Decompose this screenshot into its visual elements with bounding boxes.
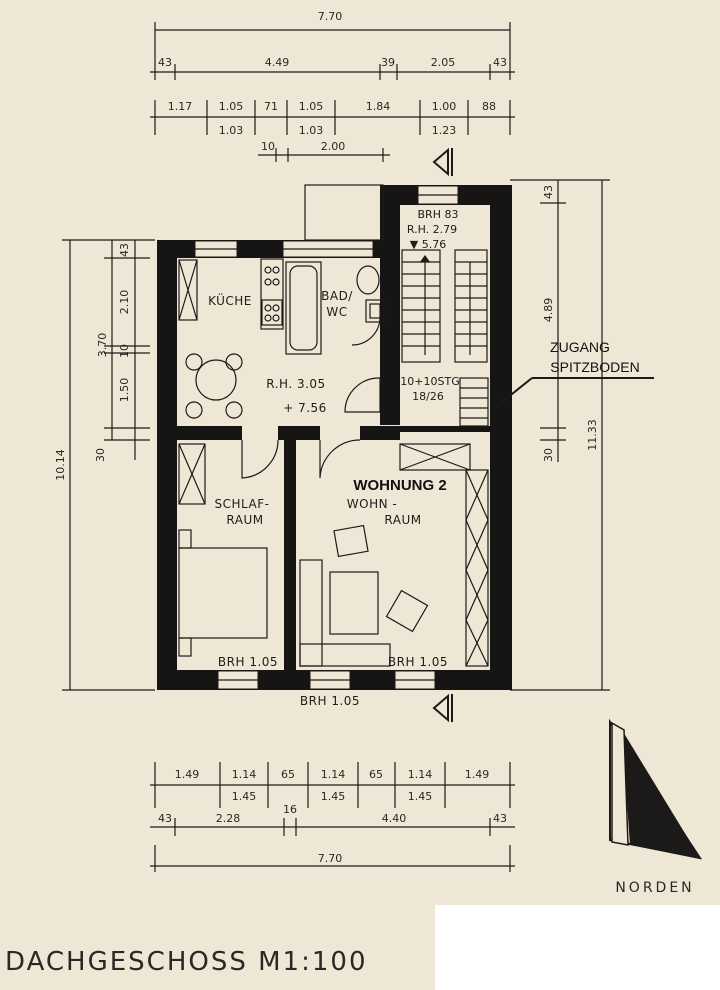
section-marker-bottom [432,693,453,723]
top-dim-r4-0: 1.03 [219,124,244,137]
label-unit: WOHNUNG 2 [353,477,446,494]
bottom-dim-r3-1: 2.28 [216,812,241,825]
label-rh-main: R.H. 3.05 [266,377,325,391]
top-dim-r3-5: 1.00 [432,100,457,113]
bottom-dim-r3-2: 16 [283,803,297,816]
top-dim-r3-1: 1.05 [219,100,244,113]
top-dim-r5-0: 10 [261,140,275,153]
top-dim-r2-4: 43 [493,56,507,69]
right-dim-1: 4.89 [542,298,555,323]
right-dimension-chains: 11.33 43 4.89 30 [510,179,610,691]
windows [194,184,459,690]
door-swings [241,317,381,479]
label-bad-2: WC [326,305,347,319]
blank-area [435,905,720,990]
top-dim-r3-4: 1.84 [366,100,391,113]
left-dim-1: 2.10 [118,290,131,315]
top-dim-r5-1: 2.00 [321,140,346,153]
label-kueche: KÜCHE [208,292,252,308]
top-dimension-chains: 7.70 43 4.49 39 2.05 43 1.17 1.05 71 1.0… [150,10,515,162]
bottom-dim-r1-2: 65 [281,768,295,781]
label-stair-steps: 10+10STG [400,375,459,388]
drawing-title: DACHGESCHOSS M1:100 [5,947,367,977]
right-dim-2: 30 [542,448,555,462]
bottom-dim-r2-2: 1.45 [408,790,433,803]
top-dim-r3-0: 1.17 [168,100,193,113]
top-dim-r2-3: 2.05 [431,56,456,69]
north-arrow-icon [609,718,703,860]
bottom-dim-r1-3: 1.14 [321,768,346,781]
bottom-dim-r1-6: 1.49 [465,768,490,781]
bottom-dim-r1-4: 65 [369,768,383,781]
top-dim-r2-1: 4.49 [265,56,290,69]
bottom-dim-r1-0: 1.49 [175,768,200,781]
label-stair-brh: BRH 83 [418,208,459,221]
left-mid-dim: 3.70 [96,333,109,358]
bottom-dim-r3-0: 43 [158,812,172,825]
label-stair-rh: R.H. 2.79 [407,223,457,236]
bottom-dim-r1-5: 1.14 [408,768,433,781]
walls [157,185,512,690]
bottom-dim-r1-1: 1.14 [232,768,257,781]
label-stair-ratio: 18/26 [412,390,444,403]
right-outer-dim: 11.33 [586,419,599,451]
bottom-dim-r3-4: 43 [493,812,507,825]
top-dim-r4-2: 1.23 [432,124,457,137]
label-schlaf-1: SCHLAF- [215,497,270,511]
left-dim-2: 10 [118,344,131,358]
bottom-dim-r2-0: 1.45 [232,790,257,803]
staircase [401,249,489,427]
right-dim-0: 43 [542,185,555,199]
top-dim-r3-6: 88 [482,100,496,113]
kitchen-furniture [178,258,385,419]
label-access-2: SPITZBODEN [550,359,639,375]
label-wohn-2: RAUM [384,513,421,527]
label-brh-wohn: BRH 1.05 [388,655,448,669]
left-outer-dim: 10.14 [54,449,67,481]
left-dim-0: 43 [118,243,131,257]
left-dim-3: 1.50 [118,378,131,403]
label-wohn-1: WOHN - [347,497,397,511]
living-room-furniture [299,524,429,667]
top-dim-r2-0: 43 [158,56,172,69]
bottom-dim-r3-3: 4.40 [382,812,407,825]
left-dim-4: 30 [94,448,107,462]
top-overall-dim: 7.70 [318,10,343,23]
section-marker-top [432,147,453,177]
label-level-main: + 7.56 [283,401,327,415]
top-dim-r4-1: 1.03 [299,124,324,137]
north-label: NORDEN [615,880,694,896]
bed [178,529,268,657]
top-dim-r3-2: 71 [264,100,278,113]
label-schlaf-2: RAUM [226,513,263,527]
top-dim-r2-2: 39 [381,56,395,69]
built-in-cabinets [178,443,489,667]
bottom-dimension-chains: 1.49 1.14 65 1.14 65 1.14 1.49 1.45 1.45… [150,762,515,872]
top-dim-r3-3: 1.05 [299,100,324,113]
label-stair-level: ▼ 5.76 [410,238,446,251]
label-access-1: ZUGANG [550,339,610,355]
left-dimension-chains: 10.14 3.70 43 2.10 10 1.50 30 [54,239,155,691]
label-brh-schlaf: BRH 1.05 [218,655,278,669]
label-bad-1: BAD/ [321,289,353,303]
room-labels: KÜCHE BAD/ WC R.H. 3.05 + 7.56 SCHLAF- R… [208,208,654,708]
label-brh-outside: BRH 1.05 [300,694,360,708]
bottom-overall-dim: 7.70 [318,852,343,865]
bottom-dim-r2-1: 1.45 [321,790,346,803]
